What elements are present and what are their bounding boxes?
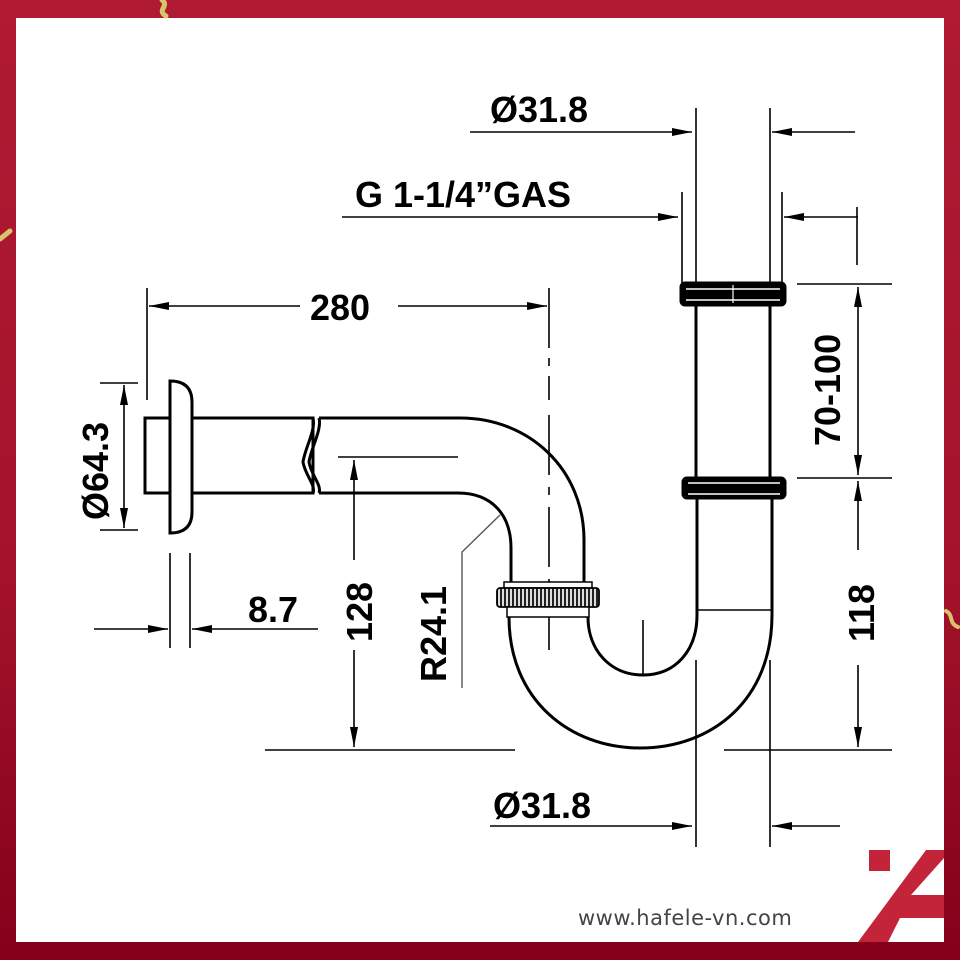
- flange-diameter-label: Ø64.3: [75, 422, 116, 520]
- bend-radius-label: R24.1: [413, 586, 454, 682]
- bottom-diameter-label: Ø31.8: [493, 785, 591, 826]
- length-label: 280: [310, 287, 370, 328]
- flange-thickness-label: 8.7: [248, 589, 298, 630]
- top-diameter-label: Ø31.8: [490, 89, 588, 130]
- lower-height-label: 118: [841, 584, 882, 642]
- hafele-logo-icon: [858, 850, 944, 942]
- adjustable-height-label: 70-100: [807, 334, 848, 446]
- website-url[interactable]: www.hafele-vn.com: [578, 906, 793, 930]
- height-drop-label: 128: [339, 582, 380, 642]
- thread-label: G 1-1/4”GAS: [355, 174, 571, 215]
- confetti-decoration-icon: [159, 0, 169, 19]
- confetti-decoration-icon: [0, 228, 13, 242]
- confetti-decoration-icon: [944, 609, 960, 629]
